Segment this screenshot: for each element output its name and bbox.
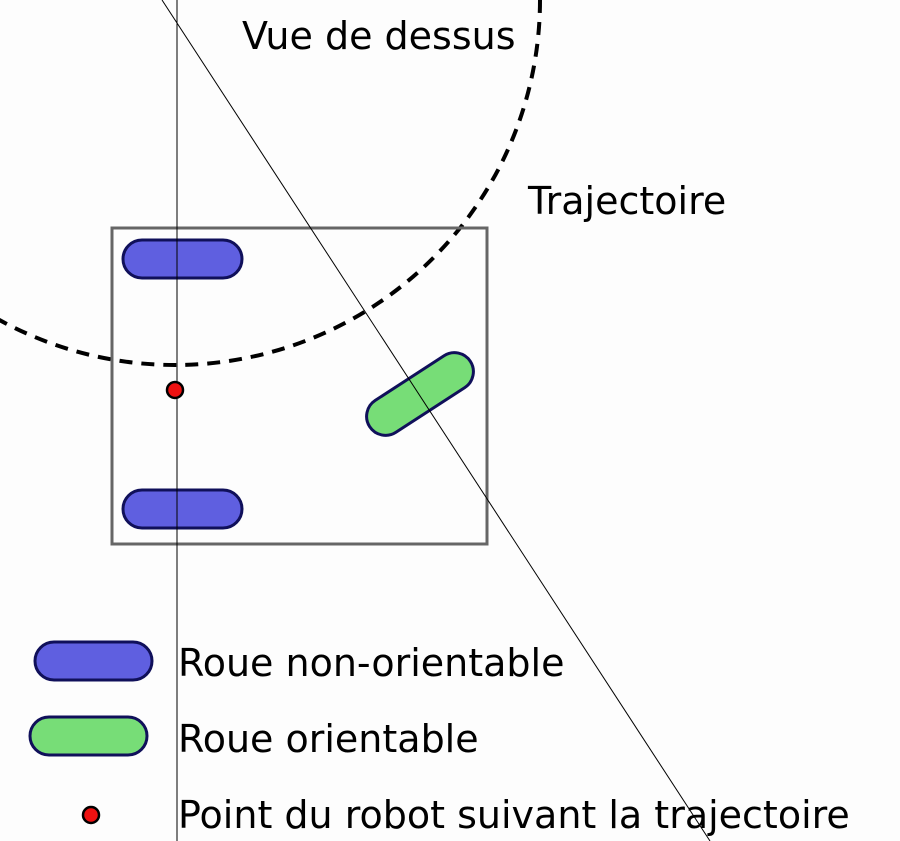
trajectory-label: Trajectoire	[527, 179, 726, 223]
legend-fixed-wheel-swatch	[33, 640, 154, 682]
robot-chassis	[110, 226, 489, 546]
legend: Roue non-orientable Roue orientable Poin…	[28, 640, 850, 837]
legend-tracking-point-label: Point du robot suivant la trajectoire	[178, 793, 850, 837]
fixed-wheel-front	[121, 238, 244, 280]
steerable-wheel	[365, 351, 475, 437]
steerable-wheel-axis-line	[161, 0, 711, 841]
fixed-wheel-rear	[121, 488, 244, 530]
legend-steerable-wheel-label: Roue orientable	[178, 717, 479, 761]
tracking-point	[165, 380, 185, 400]
legend-steerable-wheel-swatch	[28, 715, 149, 757]
legend-tracking-point-swatch	[81, 805, 101, 825]
trajectory-arc	[0, 0, 542, 367]
view-title: Vue de dessus	[242, 14, 516, 58]
legend-fixed-wheel-label: Roue non-orientable	[178, 641, 564, 685]
